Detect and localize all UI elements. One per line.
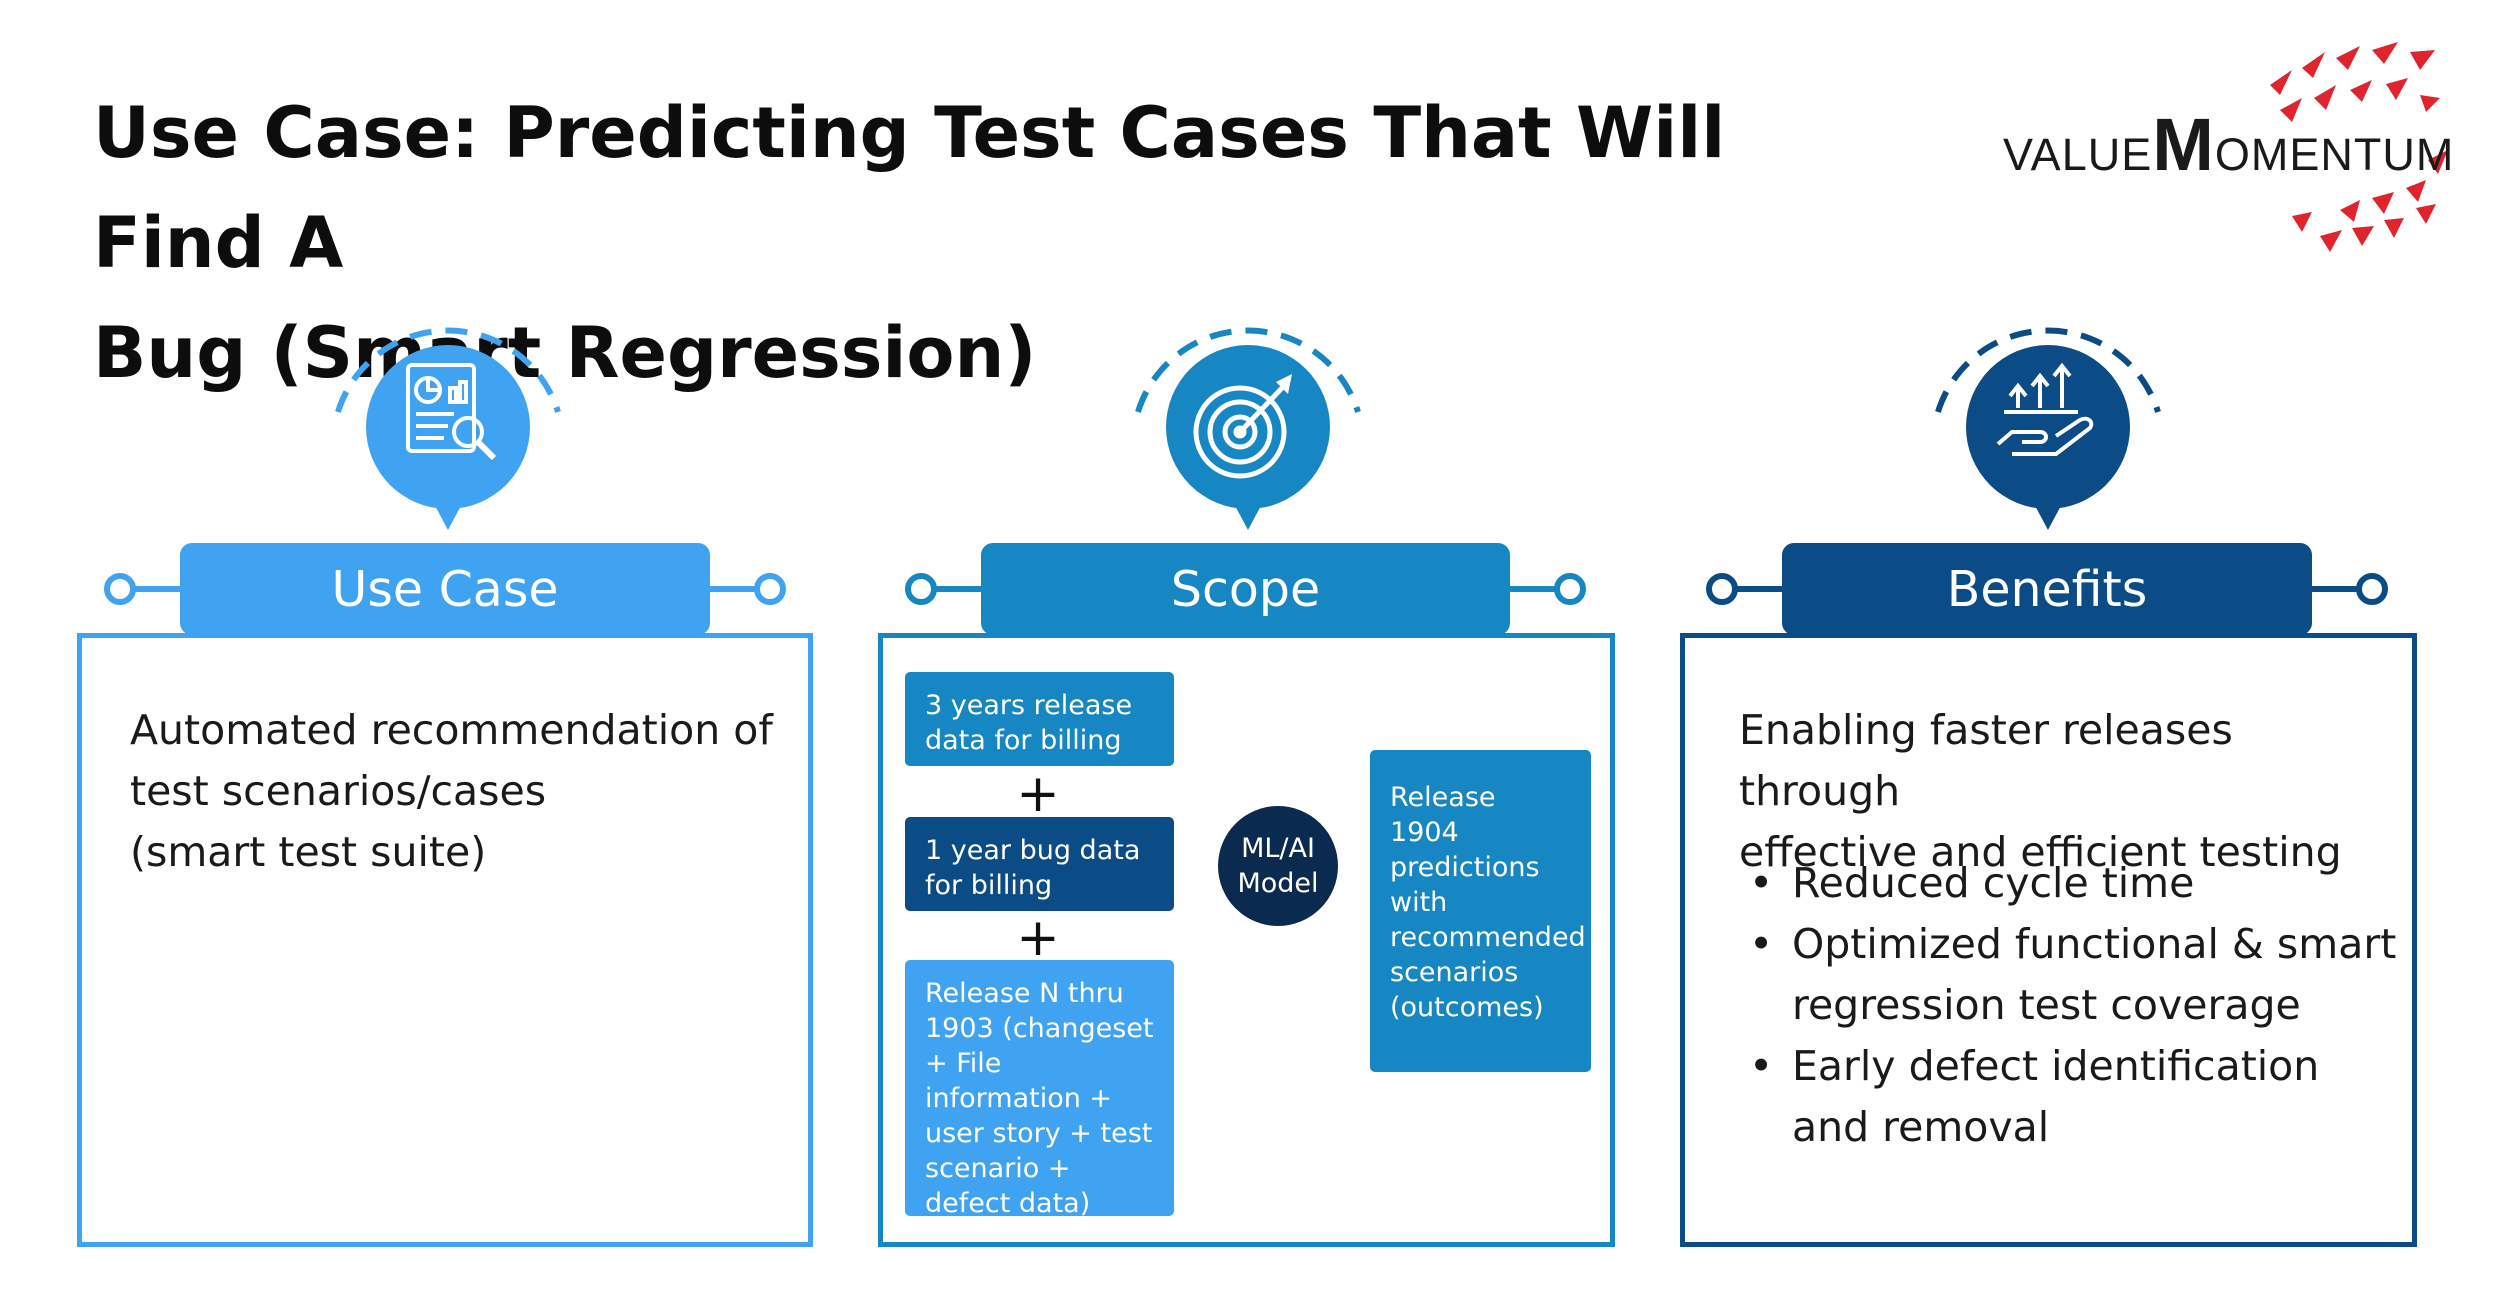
benefits-list: Reduced cycle time Optimized functional … xyxy=(1739,853,2399,1158)
use-case-panel: Automated recommendation of test scenari… xyxy=(77,633,813,1247)
plus-sign: + xyxy=(1016,908,1060,968)
tab-connectors xyxy=(104,573,2388,605)
use-case-line: Automated recommendation of xyxy=(130,706,773,754)
plus-sign: + xyxy=(1016,764,1060,824)
logo-wordmark: VALUEMOMENTUM xyxy=(2003,102,2454,187)
logo-suffix: OMENTUM xyxy=(2214,129,2455,180)
use-case-line: (smart test suite) xyxy=(130,828,487,876)
hand-growth-arrows-icon xyxy=(1996,362,2094,456)
input-bug-data-box: 1 year bug data for billing xyxy=(905,817,1174,911)
benefit-item: Reduced cycle time xyxy=(1739,853,2399,914)
input-release-data-box: 3 years release data for billing xyxy=(905,672,1174,766)
tab-scope: Scope xyxy=(981,543,1510,635)
use-case-line: test scenarios/cases xyxy=(130,767,547,815)
input-release-history-box: Release N thru 1903 (changeset + File in… xyxy=(905,960,1174,1219)
benefit-item: Early defect identification and removal xyxy=(1739,1036,2399,1158)
logo-triangles-icon xyxy=(2270,42,2448,252)
benefits-intro-line: Enabling faster releases through xyxy=(1739,706,2233,815)
title-line-2: Bug (Smart Regression) xyxy=(93,312,1037,394)
benefits-panel: Enabling faster releases through effecti… xyxy=(1680,633,2417,1247)
benefits-pin xyxy=(1935,327,2161,530)
target-arrow-icon xyxy=(1193,374,1292,479)
tab-benefits: Benefits xyxy=(1782,543,2312,635)
model-label: ML/AI Model xyxy=(1237,833,1319,899)
ml-ai-model-node: ML/AI Model xyxy=(1218,806,1338,926)
benefit-item: Optimized functional & smart regression … xyxy=(1739,914,2399,1036)
logo-big-letter: M xyxy=(2152,103,2215,186)
page-title: Use Case: Predicting Test Cases That Wil… xyxy=(93,78,1893,408)
use-case-pin xyxy=(335,327,561,530)
report-magnifier-icon xyxy=(406,363,497,461)
valuemomentum-logo: VALUEMOMENTUM xyxy=(1980,40,2470,270)
tab-use-case: Use Case xyxy=(180,543,710,635)
logo-prefix: VALUE xyxy=(2003,129,2153,180)
title-line-1: Use Case: Predicting Test Cases That Wil… xyxy=(93,92,1726,284)
use-case-description: Automated recommendation of test scenari… xyxy=(130,700,780,883)
scope-pin xyxy=(1135,327,1361,530)
output-predictions-box: Release 1904 predictions with recommende… xyxy=(1370,750,1591,1072)
